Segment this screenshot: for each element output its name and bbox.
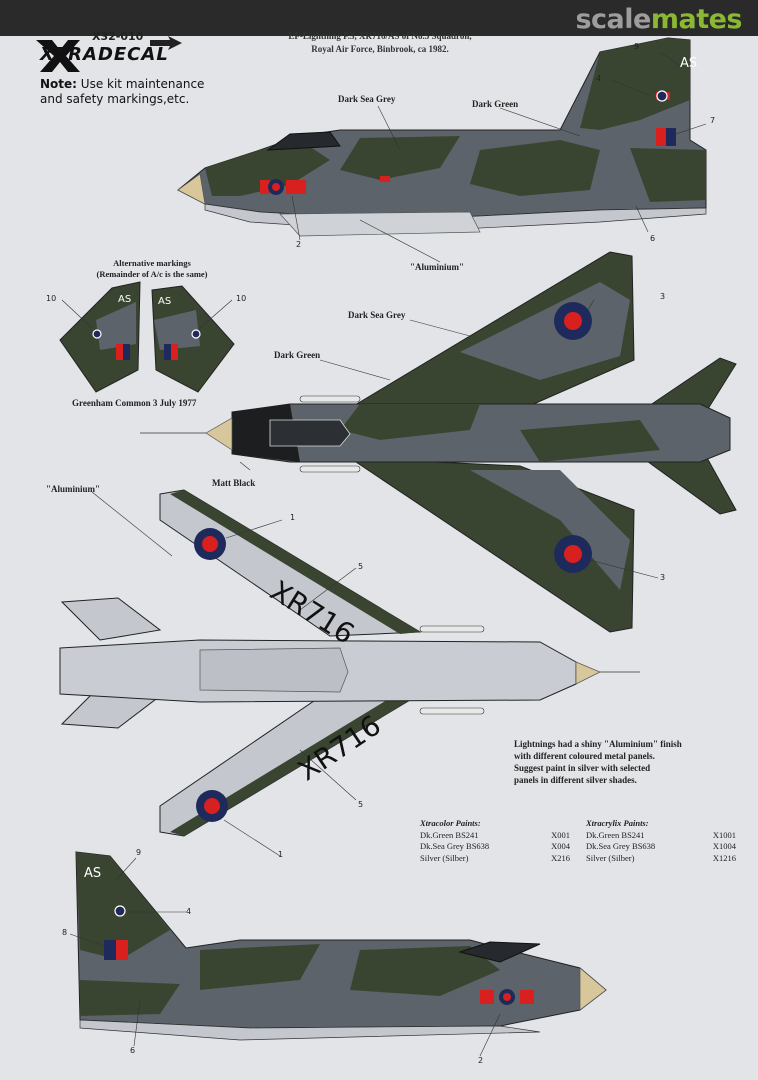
alt-fin-right: [151, 285, 235, 393]
callout-9-top: 9: [634, 42, 640, 51]
xtracolor-title: Xtracolor Paints:: [420, 818, 481, 828]
callout-9-bottom: 9: [136, 848, 142, 857]
label-dark-green-top: Dark Green: [472, 99, 519, 109]
callout-10-right: 10: [236, 294, 247, 303]
paint-row: Silver (Silber)X216: [420, 852, 570, 863]
note-heading: Note:: [40, 77, 77, 91]
callout-6-top: 6: [650, 234, 656, 243]
manufacturer-name: XTRADECAL: [40, 44, 169, 65]
callout-3-lower: 3: [660, 573, 666, 582]
finish-line-1: Lightnings had a shiny "Aluminium" finis…: [514, 739, 682, 749]
subject-line-2: Royal Air Force, Binbrook, ca 1982.: [311, 44, 449, 54]
finish-line-4: panels in different silver shades.: [514, 775, 637, 785]
profile-bottom-view: [75, 851, 607, 1041]
callout-1-lower: 1: [278, 850, 284, 859]
code-fin-bottom: AS: [84, 866, 102, 881]
label-aluminium-underside: "Aluminium": [46, 484, 101, 494]
plan-view-upper: [140, 251, 737, 633]
callout-6-bottom: 6: [130, 1046, 136, 1055]
profile-top-view: [177, 37, 707, 237]
code-fin-top: AS: [680, 56, 698, 71]
alt-title-line-2: (Remainder of A/c is the same): [96, 269, 208, 279]
callout-1-upper: 1: [290, 513, 296, 522]
alt-markings-title: Alternative markings (Remainder of A/c i…: [62, 258, 242, 280]
callout-5-upper: 5: [358, 562, 364, 571]
callout-10-left: 10: [46, 294, 57, 303]
aluminium-finish-note: Lightnings had a shiny "Aluminium" finis…: [514, 738, 744, 786]
code-alt-left: AS: [118, 294, 132, 305]
callout-4-bottom: 4: [186, 907, 192, 916]
label-dark-sea-grey-top: Dark Sea Grey: [338, 94, 396, 104]
callout-4-top: 4: [596, 74, 602, 83]
note-line-1: Use kit maintenance: [76, 77, 205, 91]
label-dark-sea-grey-plan: Dark Sea Grey: [348, 310, 406, 320]
watermark-bar: scalemates: [0, 0, 758, 36]
callout-2-top: 2: [296, 240, 302, 249]
subject-line-1: EF-Lightning F.3, XR716/AS of No.5 Squad…: [288, 31, 472, 41]
callout-2-bottom: 2: [478, 1056, 484, 1065]
alt-title-line-1: Alternative markings: [113, 258, 191, 268]
catalog-number: X32-010: [92, 30, 144, 43]
leader-lines: [61, 51, 707, 1057]
paint-row: Silver (Silber)X1216: [586, 852, 736, 863]
subject-caption: EF-Lightning F.3, XR716/AS of No.5 Squad…: [220, 30, 540, 56]
alt-fin-left: [59, 281, 141, 393]
finish-line-2: with different coloured metal panels.: [514, 751, 655, 761]
code-alt-right: AS: [158, 296, 172, 307]
label-dark-green-plan: Dark Green: [274, 350, 321, 360]
scalemates-logo[interactable]: scalemates: [575, 4, 742, 35]
xtracrylix-title: Xtracrylix Paints:: [586, 818, 649, 828]
maintenance-note: Note: Use kit maintenance and safety mar…: [40, 77, 204, 107]
callout-5-lower: 5: [358, 800, 364, 809]
greenham-caption: Greenham Common 3 July 1977: [72, 398, 197, 408]
finish-line-3: Suggest paint in silver with selected: [514, 763, 651, 773]
callout-8: 8: [62, 928, 68, 937]
note-line-2: and safety markings,etc.: [40, 92, 190, 106]
callout-7: 7: [710, 116, 716, 125]
callout-3-upper: 3: [660, 292, 666, 301]
label-aluminium-profile: "Aluminium": [410, 262, 465, 272]
plan-view-underside: [59, 489, 640, 837]
label-matt-black: Matt Black: [212, 478, 256, 488]
